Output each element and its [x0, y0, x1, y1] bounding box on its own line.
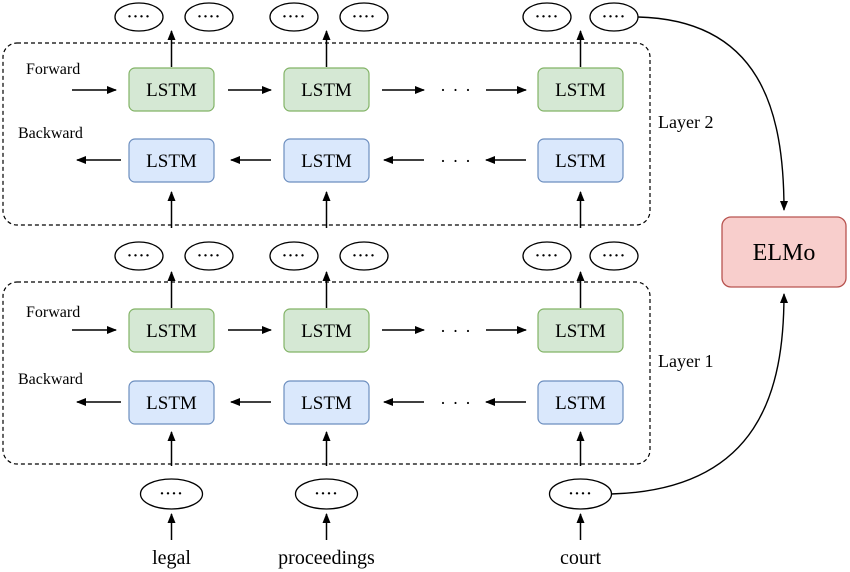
svg-text:····: ····	[314, 486, 338, 502]
layer-2-backward-lstm: LSTM	[283, 138, 370, 183]
svg-text:LSTM: LSTM	[555, 393, 606, 414]
layer-2-forward-lstm: LSTM	[537, 67, 624, 112]
svg-text:····: ····	[568, 486, 592, 502]
svg-text:····: ····	[352, 248, 376, 264]
layer-1-output-ellipse: ····	[339, 241, 389, 271]
layer-2-backward-ellipsis: · · ·	[440, 151, 472, 171]
layer-1-forward-ellipsis: · · ·	[440, 321, 472, 341]
layer-2-backward-label: Backward	[18, 125, 83, 142]
layer-1-backward-ellipsis: · · ·	[440, 393, 472, 413]
svg-text:····: ····	[282, 9, 306, 25]
svg-text:····: ····	[159, 486, 183, 502]
token-label: proceedings	[278, 547, 375, 569]
svg-text:LSTM: LSTM	[555, 80, 606, 101]
svg-text:····: ····	[127, 248, 151, 264]
layer-1-forward-lstm: LSTM	[283, 308, 370, 353]
token-arrows	[167, 513, 585, 540]
svg-text:····: ····	[352, 9, 376, 25]
svg-text:LSTM: LSTM	[146, 393, 197, 414]
layer-2-forward-lstm: LSTM	[283, 67, 370, 112]
svg-text:····: ····	[535, 248, 559, 264]
elmo-connections	[610, 16, 788, 495]
layer-2-backward-lstm: LSTM	[128, 138, 215, 183]
embedding-ellipse: ····	[294, 478, 359, 510]
layer-2-output-ellipse: ····	[522, 2, 572, 32]
layer-1-output-ellipse: ····	[114, 241, 164, 271]
svg-text:····: ····	[602, 9, 626, 25]
svg-text:LSTM: LSTM	[301, 393, 352, 414]
layer-2-forward-lstm: LSTM	[128, 67, 215, 112]
layer-1-output-ellipse: ····	[522, 241, 572, 271]
layer-1-label: Layer 1	[658, 351, 713, 371]
svg-text:LSTM: LSTM	[146, 80, 197, 101]
svg-text:····: ····	[197, 9, 221, 25]
layer-1-backward-lstm: LSTM	[537, 380, 624, 425]
svg-text:····: ····	[127, 9, 151, 25]
layer-2-output-ellipse: ····	[589, 2, 639, 32]
token-label: court	[560, 547, 602, 569]
elmo-box: ELMo	[721, 216, 847, 288]
svg-text:LSTM: LSTM	[146, 321, 197, 342]
layer-1-forward-label: Forward	[26, 304, 80, 321]
svg-text:LSTM: LSTM	[555, 151, 606, 172]
embedding-ellipse: ····	[548, 478, 613, 510]
layer-1-output-ellipse: ····	[269, 241, 319, 271]
layer-2-output-ellipse: ····	[269, 2, 319, 32]
layer-2-arrows	[72, 30, 585, 228]
layer-1-arrows	[72, 271, 585, 466]
svg-text:····: ····	[602, 248, 626, 264]
layer-1-backward-lstm: LSTM	[283, 380, 370, 425]
elmo-label: ELMo	[753, 240, 816, 266]
svg-text:LSTM: LSTM	[301, 80, 352, 101]
layer-1-output-ellipse: ····	[589, 241, 639, 271]
svg-text:LSTM: LSTM	[555, 321, 606, 342]
svg-text:LSTM: LSTM	[301, 321, 352, 342]
svg-text:LSTM: LSTM	[301, 151, 352, 172]
layer-2-backward-lstm: LSTM	[537, 138, 624, 183]
layer-1-forward-lstm: LSTM	[128, 308, 215, 353]
layer-2-output-ellipse: ····	[114, 2, 164, 32]
layer-1-output-ellipse: ····	[184, 241, 234, 271]
svg-text:LSTM: LSTM	[146, 151, 197, 172]
layer-2-label: Layer 2	[658, 112, 713, 132]
layer-2-output-ellipse: ····	[339, 2, 389, 32]
layer-2-forward-label: Forward	[26, 61, 80, 78]
layer-1-backward-lstm: LSTM	[128, 380, 215, 425]
layer-2-output-ellipse: ····	[184, 2, 234, 32]
layer-1-backward-label: Backward	[18, 371, 83, 388]
layer-2-forward-ellipsis: · · ·	[440, 80, 472, 100]
svg-text:····: ····	[282, 248, 306, 264]
svg-text:····: ····	[535, 9, 559, 25]
token-label: legal	[152, 547, 191, 569]
svg-text:····: ····	[197, 248, 221, 264]
embedding-ellipse: ····	[139, 478, 204, 510]
layer-1-forward-lstm: LSTM	[537, 308, 624, 353]
